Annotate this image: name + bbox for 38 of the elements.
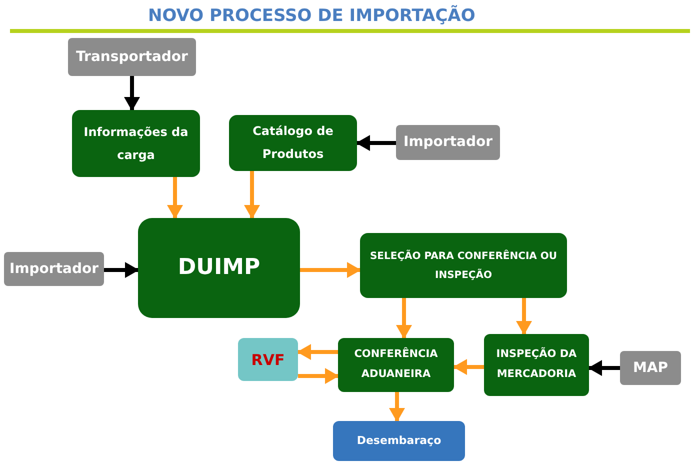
box-label: MAP xyxy=(632,360,668,376)
actor-box xyxy=(68,38,196,76)
box-label: Importador xyxy=(9,260,99,278)
box-label: SELEÇÃO PARA CONFERÊNCIA OU INSPEÇÃO xyxy=(368,248,558,282)
box-label: Importador xyxy=(403,134,493,151)
box-label: DUIMP xyxy=(178,254,260,282)
arrow xyxy=(453,359,484,375)
process-box xyxy=(72,110,200,177)
process-box xyxy=(360,233,567,298)
process-box xyxy=(138,218,300,318)
process-box xyxy=(238,338,298,381)
arrow xyxy=(396,298,412,339)
arrow xyxy=(104,262,139,278)
box-label: Informações da carga xyxy=(82,124,190,164)
arrow xyxy=(300,262,361,278)
arrow xyxy=(167,177,183,219)
arrow xyxy=(124,76,140,111)
arrow xyxy=(588,360,620,376)
actor-box xyxy=(4,252,104,286)
actor-box xyxy=(620,351,681,385)
arrow xyxy=(389,392,405,422)
arrow xyxy=(298,368,339,384)
actor-box xyxy=(396,125,500,160)
title: NOVO PROCESSO DE IMPORTAÇÃO xyxy=(148,6,476,26)
process-box xyxy=(484,334,589,396)
box-label: INSPEÇÃO DA MERCADORIA xyxy=(495,346,578,382)
arrow xyxy=(356,135,396,151)
process-box xyxy=(229,115,357,171)
arrow xyxy=(516,298,532,335)
box-label: Transportador xyxy=(76,48,188,66)
box-label: Desembaraço xyxy=(356,432,442,449)
process-box xyxy=(333,421,465,461)
box-label: Catálogo de Produtos xyxy=(252,123,334,163)
process-box xyxy=(338,338,454,392)
box-label: CONFERÊNCIA ADUANEIRA xyxy=(353,346,439,382)
arrow xyxy=(297,344,338,360)
arrow xyxy=(244,171,260,219)
box-label: RVF xyxy=(251,350,285,368)
